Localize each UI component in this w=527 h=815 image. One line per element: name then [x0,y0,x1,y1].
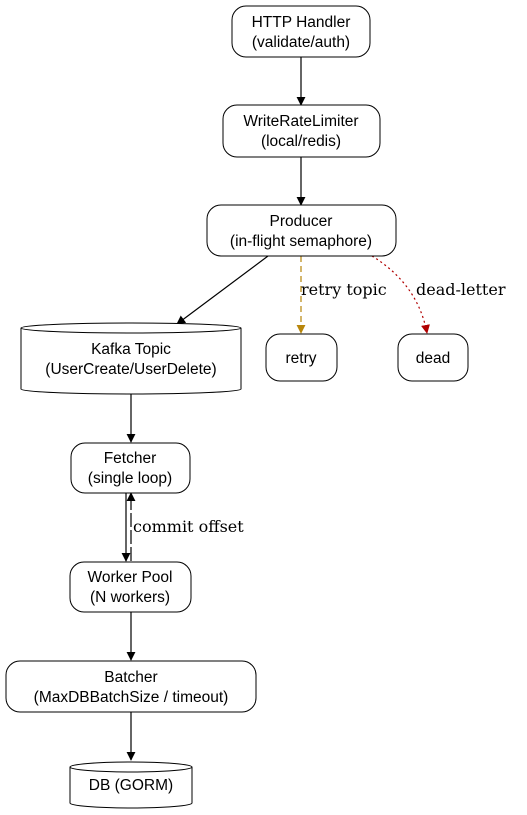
node-dead: dead [397,333,469,382]
worker-pool-subtitle: (N workers) [90,589,170,606]
db-cylinder [69,761,193,809]
batcher-box [5,660,257,713]
edge-label-dead-letter: dead-letter [416,280,506,299]
node-fetcher: Fetcher (single loop) [70,442,191,494]
kafka-topic-cylinder-rim [20,327,242,334]
db-title: DB (GORM) [89,777,173,794]
edge-label-retry-topic: retry topic [301,280,387,299]
node-http-handler: HTTP Handler (validate/auth) [231,5,371,58]
kafka-topic-title: Kafka Topic [91,341,171,358]
edge-label-commit-offset: commit offset [133,517,244,536]
rate-limiter-subtitle: (local/redis) [261,133,341,150]
node-db: DB (GORM) [69,761,193,809]
batcher-title: Batcher [104,669,157,686]
kafka-topic-subtitle: (UserCreate/UserDelete) [45,361,216,378]
node-retry: retry [265,333,338,382]
fetcher-box [70,442,191,494]
producer-title: Producer [270,213,333,230]
edge-producer-to-dead [371,255,430,334]
node-producer: Producer (in-flight semaphore) [206,204,397,257]
producer-box [206,204,397,257]
worker-pool-title: Worker Pool [88,569,173,586]
node-write-rate-limiter: WriteRateLimiter (local/redis) [222,104,381,158]
http-handler-subtitle: (validate/auth) [252,34,350,51]
batcher-subtitle: (MaxDBBatchSize / timeout) [34,689,229,706]
worker-pool-box [69,561,192,613]
retry-box [265,333,338,382]
rate-limiter-title: WriteRateLimiter [243,113,358,130]
db-cylinder-rim [69,766,193,773]
edges: retry topic dead-letter commit offset [121,57,506,761]
node-kafka-topic: Kafka Topic (UserCreate/UserDelete) [20,322,242,395]
edge-producer-to-kafka [176,255,269,325]
http-handler-box [231,5,371,58]
rate-limiter-box [222,104,381,158]
http-handler-title: HTTP Handler [252,14,351,31]
node-batcher: Batcher (MaxDBBatchSize / timeout) [5,660,257,713]
retry-title: retry [286,350,317,367]
kafka-topic-cylinder [20,322,242,395]
producer-subtitle: (in-flight semaphore) [230,233,372,250]
dead-box [397,333,469,382]
fetcher-title: Fetcher [104,450,157,467]
node-worker-pool: Worker Pool (N workers) [69,561,192,613]
fetcher-subtitle: (single loop) [88,470,172,487]
dead-title: dead [416,350,450,367]
